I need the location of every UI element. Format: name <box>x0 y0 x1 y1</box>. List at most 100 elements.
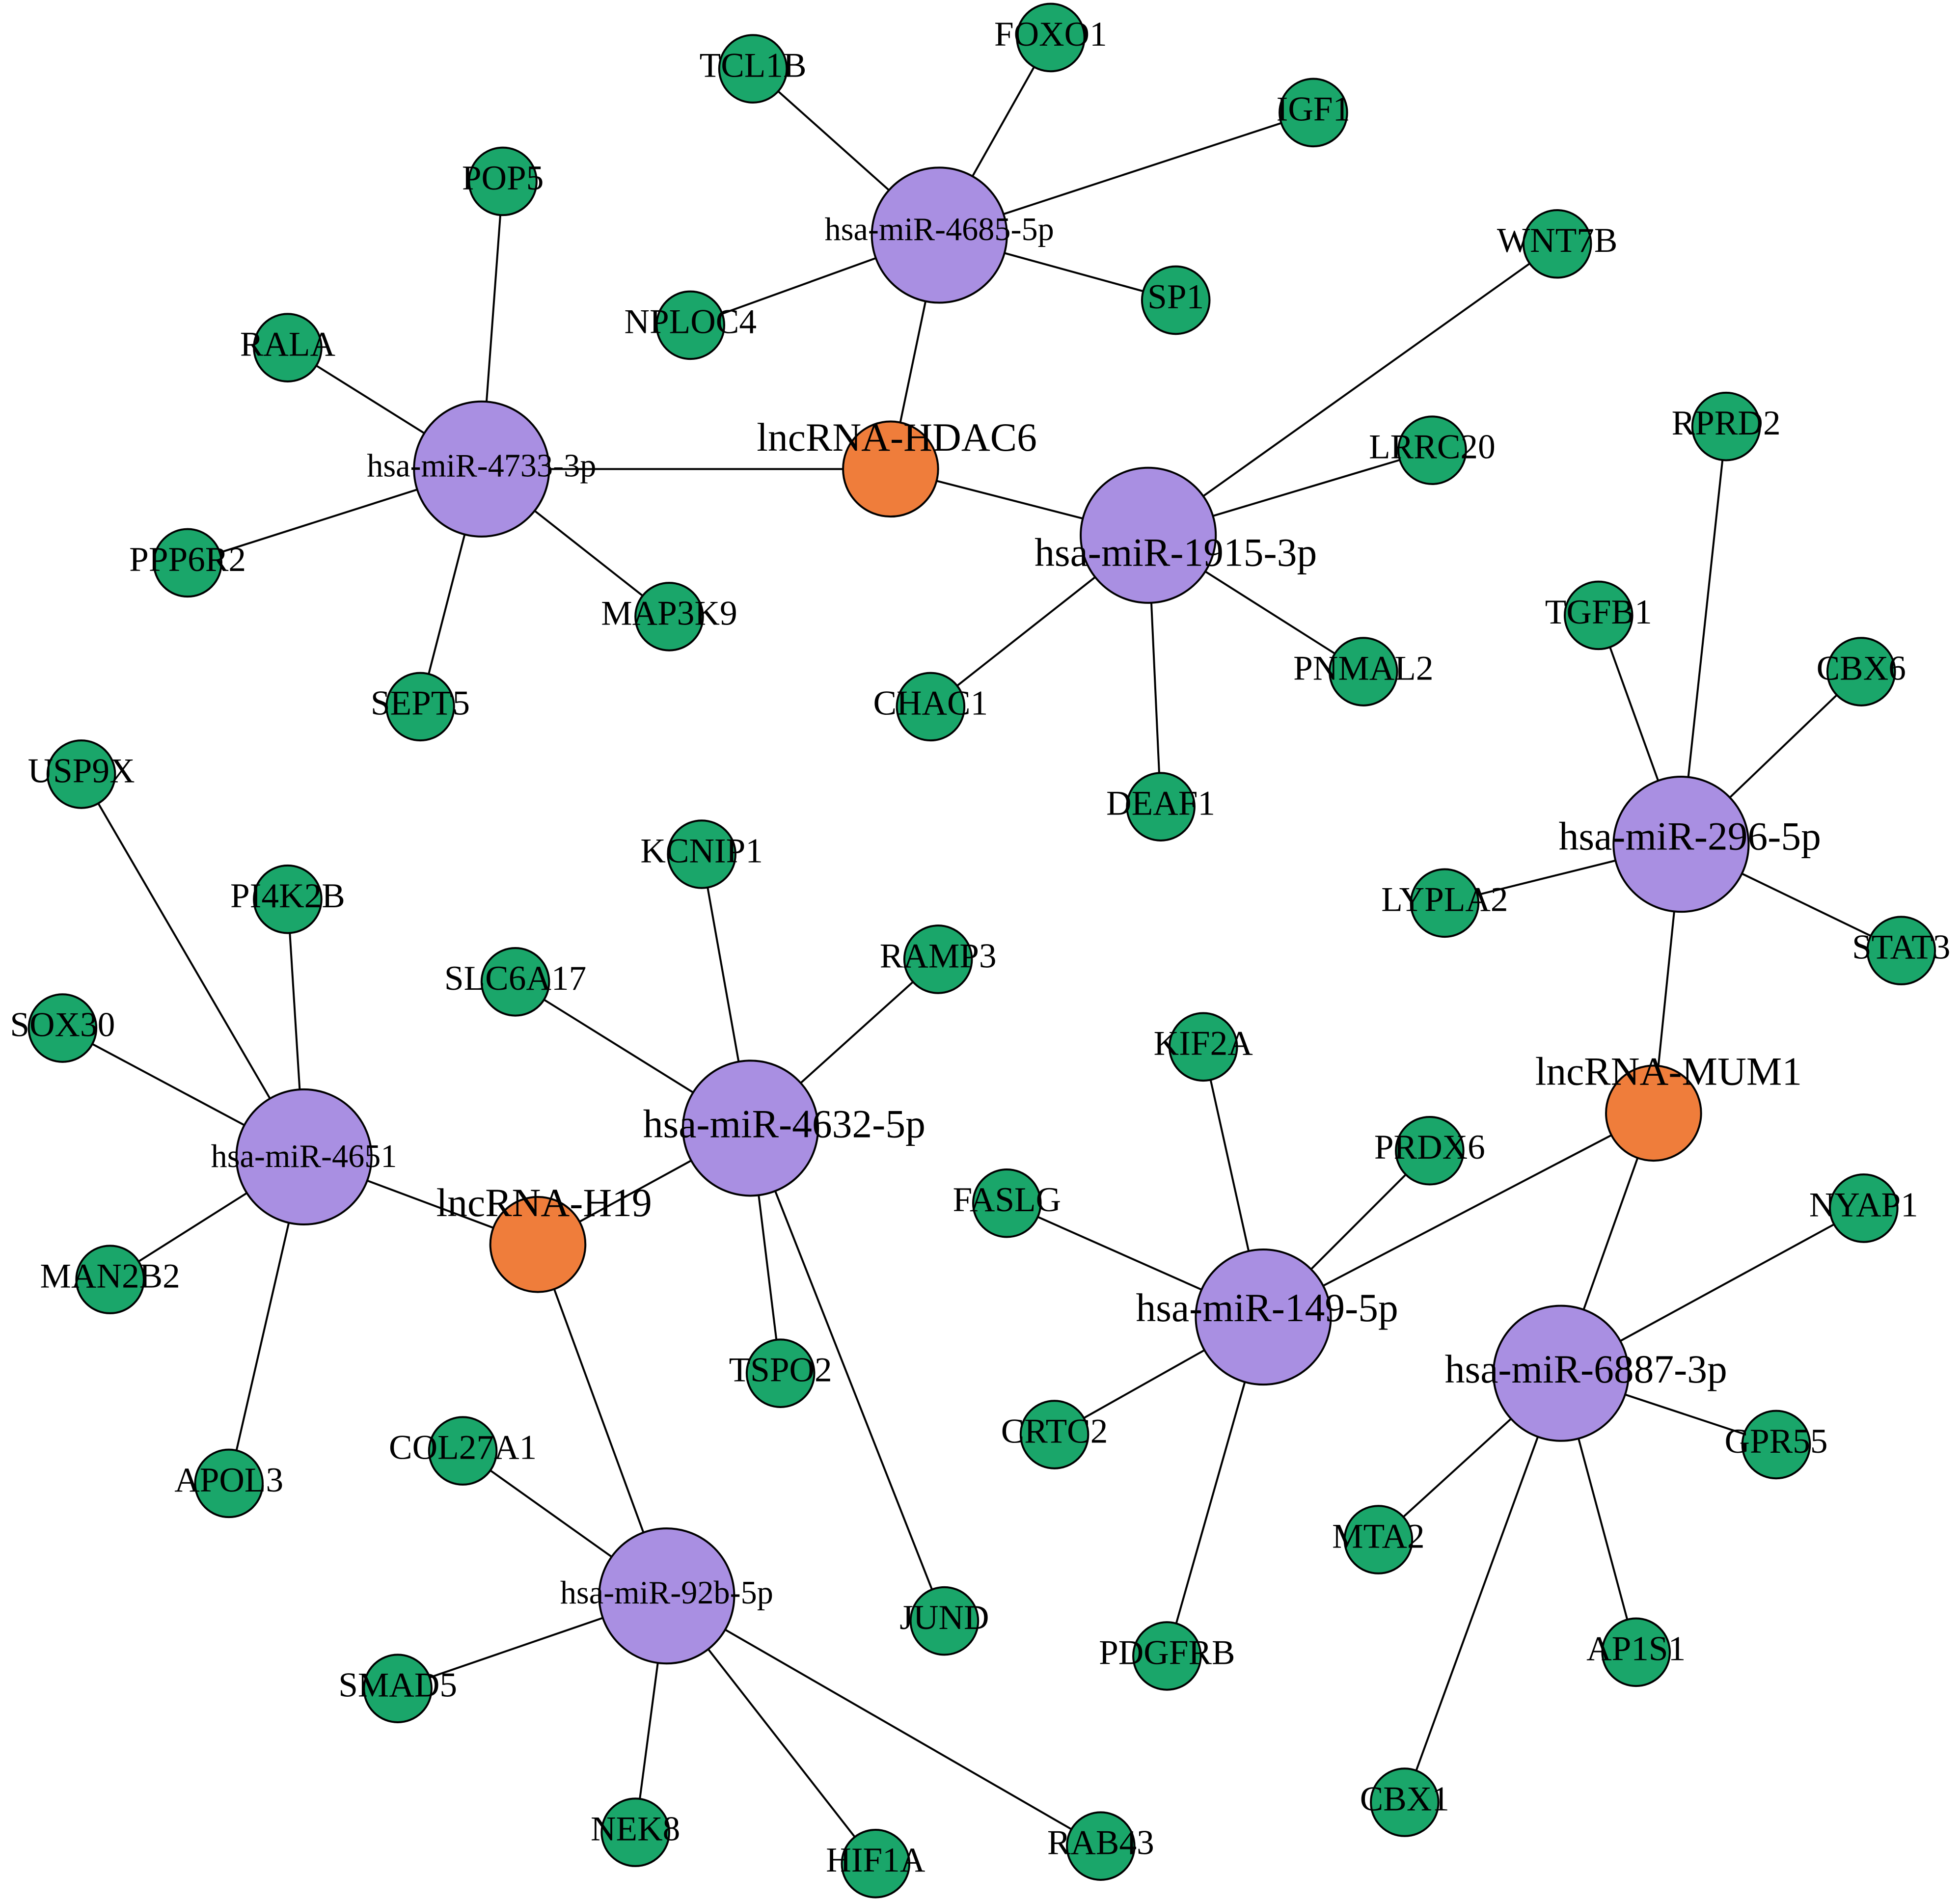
mirna-node-circle <box>1195 1248 1332 1386</box>
mirna-node-circle <box>235 1088 373 1226</box>
gene-node-label: POP5 <box>462 159 544 197</box>
node-col27a1: COL27A1 <box>389 1416 537 1486</box>
node-layer: lncRNA-HDAC6 lncRNA-H19 lncRNA-MUM1 hsa-miR… <box>10 2 1950 1899</box>
mirna-node-label: hsa-miR-4632-5p <box>643 1102 926 1146</box>
gene-node-label: RPRD2 <box>1672 404 1781 442</box>
edge-mir-4651-usp9x <box>80 773 305 1158</box>
gene-node-circle <box>1741 1410 1811 1480</box>
gene-node-label: TCL1B <box>700 46 807 84</box>
gene-node-circle <box>600 1797 670 1867</box>
node-mir-4632: hsa-miR-4632-5p <box>643 1059 926 1197</box>
node-lnc-hdac6: lncRNA-HDAC6 <box>757 415 1037 518</box>
gene-node-label: MTA2 <box>1332 1517 1424 1555</box>
node-kif2a: KIF2A <box>1154 1012 1253 1082</box>
gene-node-label: DEAF1 <box>1106 784 1215 823</box>
lncrna-node-label: lncRNA-MUM1 <box>1535 1049 1802 1094</box>
gene-node-label: NYAP1 <box>1809 1185 1918 1224</box>
lncrna-node-label: lncRNA-H19 <box>436 1180 652 1225</box>
gene-node-circle <box>634 582 704 651</box>
node-lypla2: LYPLA2 <box>1381 868 1508 938</box>
mirna-node-circle <box>871 166 1008 304</box>
gene-node-label: RALA <box>240 325 335 364</box>
gene-node-label: PPP6R2 <box>129 540 246 579</box>
mirna-node-label: hsa-miR-4651 <box>211 1139 397 1174</box>
edge-mir-1915-wnt7b <box>1147 243 1558 536</box>
lncrna-node-circle <box>1605 1064 1702 1162</box>
gene-node-circle <box>1866 916 1936 985</box>
node-cbx1: CBX1 <box>1360 1767 1449 1837</box>
gene-node-circle <box>1601 1617 1671 1687</box>
gene-node-label: CBX1 <box>1360 1779 1449 1818</box>
node-wnt7b: WNT7B <box>1497 209 1618 279</box>
node-lnc-mum1: lncRNA-MUM1 <box>1535 1049 1802 1162</box>
node-sox30: SOX30 <box>10 993 115 1063</box>
node-chac1: CHAC1 <box>873 672 988 742</box>
gene-node-label: PDGFRB <box>1099 1633 1235 1672</box>
gene-node-label: KCNIP1 <box>640 831 763 870</box>
gene-node-label: NPLOC4 <box>624 302 757 341</box>
gene-node-circle <box>1168 1012 1238 1082</box>
gene-node-circle <box>1522 209 1592 279</box>
mirna-node-circle <box>598 1527 735 1665</box>
node-prdx6: PRDX6 <box>1374 1115 1485 1186</box>
mirna-node-label: hsa-miR-4733-3p <box>367 448 596 484</box>
node-rab43: RAB43 <box>1047 1811 1154 1881</box>
mirna-node-label: hsa-miR-4685-5p <box>825 212 1054 247</box>
mirna-node-label: hsa-miR-92b-5p <box>560 1575 773 1611</box>
gene-node-circle <box>428 1416 498 1486</box>
node-pdgfrb: PDGFRB <box>1099 1621 1235 1691</box>
gene-node-label: RAB43 <box>1047 1823 1154 1862</box>
gene-node-circle <box>1016 2 1086 73</box>
node-mir-149: hsa-miR-149-5p <box>1136 1248 1398 1386</box>
gene-node-circle <box>841 1829 911 1899</box>
edge-mir-92b-rab43 <box>666 1595 1101 1847</box>
node-tgfb1: TGFB1 <box>1545 580 1652 651</box>
node-nyap1: NYAP1 <box>1809 1173 1918 1243</box>
node-ppp6r2: PPP6R2 <box>129 528 246 598</box>
gene-node-label: NEK8 <box>591 1810 680 1848</box>
gene-node-circle <box>1563 580 1633 651</box>
gene-node-circle <box>1329 637 1398 706</box>
gene-node-label: RAMP3 <box>880 936 997 975</box>
mirna-node-circle <box>413 400 550 538</box>
mirna-node-label: hsa-miR-296-5p <box>1559 814 1821 859</box>
gene-node-circle <box>153 528 222 598</box>
node-gpr55: GPR55 <box>1724 1410 1828 1480</box>
node-rala: RALA <box>240 313 335 383</box>
node-pi4k2b: PI4K2B <box>230 864 345 934</box>
node-lnc-h19: lncRNA-H19 <box>436 1180 652 1293</box>
gene-node-circle <box>1126 772 1196 841</box>
edge-mir-296-rprd2 <box>1680 426 1727 844</box>
mirna-node-label: hsa-miR-1915-3p <box>1034 530 1317 574</box>
node-lrrc20: LRRC20 <box>1369 415 1496 485</box>
gene-node-label: WNT7B <box>1497 221 1618 260</box>
gene-node-label: LYPLA2 <box>1381 880 1508 919</box>
gene-node-circle <box>46 739 116 809</box>
node-man2b2: MAN2B2 <box>40 1245 180 1314</box>
gene-node-circle <box>480 947 550 1017</box>
node-nek8: NEK8 <box>591 1797 680 1867</box>
gene-node-label: SMAD5 <box>338 1666 457 1705</box>
lncrna-node-circle <box>489 1195 587 1293</box>
gene-node-label: CRTC2 <box>1001 1411 1108 1450</box>
mirna-node-circle <box>681 1059 819 1197</box>
gene-node-circle <box>909 1586 980 1656</box>
gene-node-label: SP1 <box>1147 277 1204 316</box>
gene-node-circle <box>27 993 98 1063</box>
gene-node-circle <box>363 1654 433 1723</box>
node-rprd2: RPRD2 <box>1672 391 1781 461</box>
gene-node-label: MAN2B2 <box>40 1257 180 1296</box>
node-crtc2: CRTC2 <box>1001 1400 1108 1469</box>
mirna-node-circle <box>1492 1304 1630 1442</box>
node-hif1a: HIF1A <box>826 1829 925 1899</box>
gene-node-circle <box>745 1338 816 1408</box>
gene-node-circle <box>1279 78 1348 148</box>
lncrna-node-circle <box>842 420 939 518</box>
node-pnmal2: PNMAL2 <box>1293 637 1434 706</box>
mirna-node-circle <box>1612 776 1750 913</box>
node-pop5: POP5 <box>462 146 544 217</box>
lncrna-node-label: lncRNA-HDAC6 <box>757 415 1037 460</box>
gene-node-circle <box>903 924 973 994</box>
gene-node-label: SLC6A17 <box>444 959 586 998</box>
